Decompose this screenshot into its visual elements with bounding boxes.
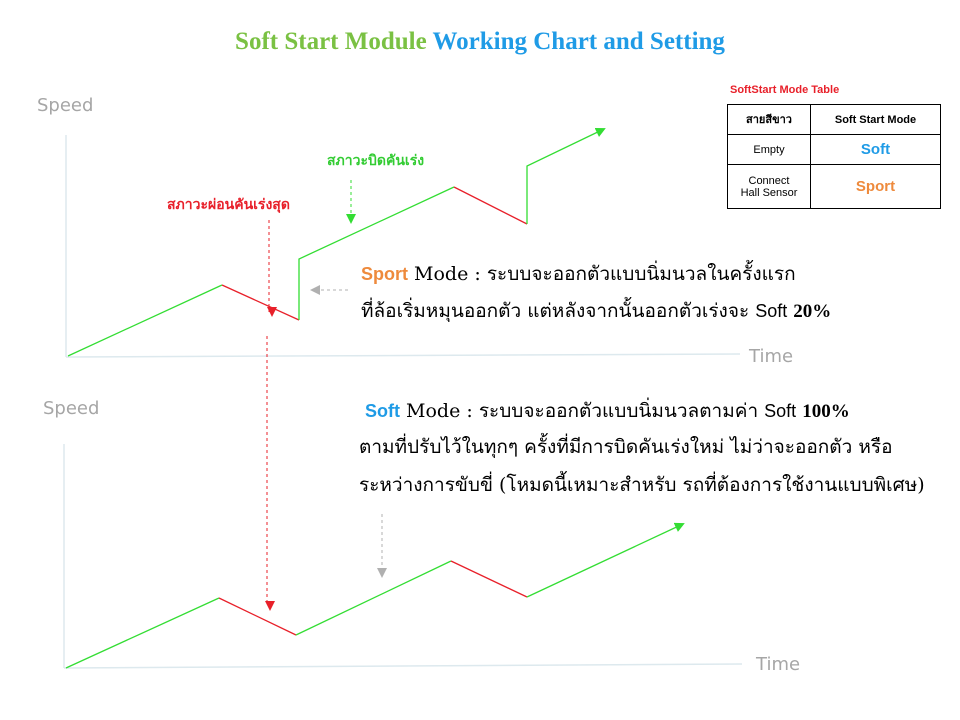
page-title: Soft Start Module Working Chart and Sett…	[0, 28, 960, 56]
top-curve-rise-1	[67, 284, 223, 357]
soft-note-line-2: ตามที่ปรับไว้ในทุกๆ ครั้งที่มีการบิดคันเ…	[359, 436, 893, 458]
bottom-curve-drop-1	[218, 597, 297, 636]
sport-note-thai: ที่ล้อเริ่มหมุนออกตัว แต่หลังจากนั้นออกต…	[361, 300, 756, 322]
soft-mode-word: Soft	[365, 401, 400, 421]
sport-note-line-1: Sport Mode : ระบบจะออกตัวแบบนิ่มนวลในครั…	[361, 259, 796, 289]
soft-note-line-1: Soft Mode : ระบบจะออกตัวแบบนิ่มนวลตามค่า…	[365, 396, 850, 426]
soft-note-line-3: ระหว่างการขับขี่ (โหมดนี้เหมาะสำหรับ รถท…	[359, 474, 925, 496]
mode-table-row: Empty Soft	[727, 134, 941, 165]
top-chart-x-axis	[65, 353, 741, 358]
top-chart-x-label: Time	[749, 346, 794, 367]
header-wire: สายสีขาว	[727, 104, 811, 135]
top-curve-drop-1	[221, 284, 300, 321]
mode-table-row: Connect Hall Sensor Sport	[727, 164, 941, 209]
top-curve-jump-rise-2	[298, 186, 455, 320]
top-curve-drop-2	[453, 186, 528, 225]
top-curve-jump-rise-3	[526, 127, 606, 224]
bottom-curve-drop-2	[450, 560, 528, 598]
mode-table-header-row: สายสีขาว Soft Start Mode	[727, 104, 941, 135]
bottom-chart-y-label: Speed	[43, 398, 100, 419]
sport-mode-desc: Mode : ระบบจะออกตัวแบบนิ่มนวลในครั้งแรก	[408, 263, 796, 285]
bottom-curve-rise-2	[295, 560, 452, 636]
release-throttle-label: สภาวะผ่อนคันเร่งสุด	[167, 197, 290, 213]
row-wire-line2: Hall Sensor	[740, 186, 798, 199]
sport-note-line-2: ที่ล้อเริ่มหมุนออกตัว แต่หลังจากนั้นออกต…	[361, 296, 831, 326]
bottom-speed-curve	[65, 522, 685, 669]
title-part-1: Soft Start Module	[235, 28, 427, 55]
bottom-curve-rise-1	[65, 597, 220, 669]
top-chart-y-label: Speed	[37, 95, 94, 116]
bottom-chart-x-label: Time	[756, 654, 801, 675]
bottom-curve-rise-3	[526, 522, 685, 598]
row-wire-hall: Connect Hall Sensor	[727, 164, 811, 209]
row-wire-empty: Empty	[727, 134, 811, 165]
mode-table-title: SoftStart Mode Table	[730, 84, 840, 96]
header-mode: Soft Start Mode	[810, 104, 941, 135]
title-part-2: Working Chart and Setting	[432, 28, 725, 55]
mode-table: สายสีขาว Soft Start Mode Empty Soft Conn…	[727, 104, 941, 209]
press-throttle-label: สภาวะบิดคันเร่ง	[327, 153, 425, 169]
sport-note-soft: Soft	[755, 301, 788, 321]
row-mode-soft: Soft	[810, 134, 941, 165]
soft-note-pct: 100%	[802, 401, 850, 422]
bottom-chart-x-axis	[63, 663, 743, 669]
sport-note-pct: 20%	[793, 301, 832, 322]
soft-mode-desc: Mode : ระบบจะออกตัวแบบนิ่มนวลตามค่า	[400, 400, 765, 422]
row-mode-sport: Sport	[810, 164, 941, 209]
row-wire-line1: Connect	[748, 174, 790, 187]
soft-note-soft: Soft	[764, 401, 797, 421]
top-speed-curve	[67, 127, 606, 357]
sport-mode-word: Sport	[361, 264, 408, 284]
